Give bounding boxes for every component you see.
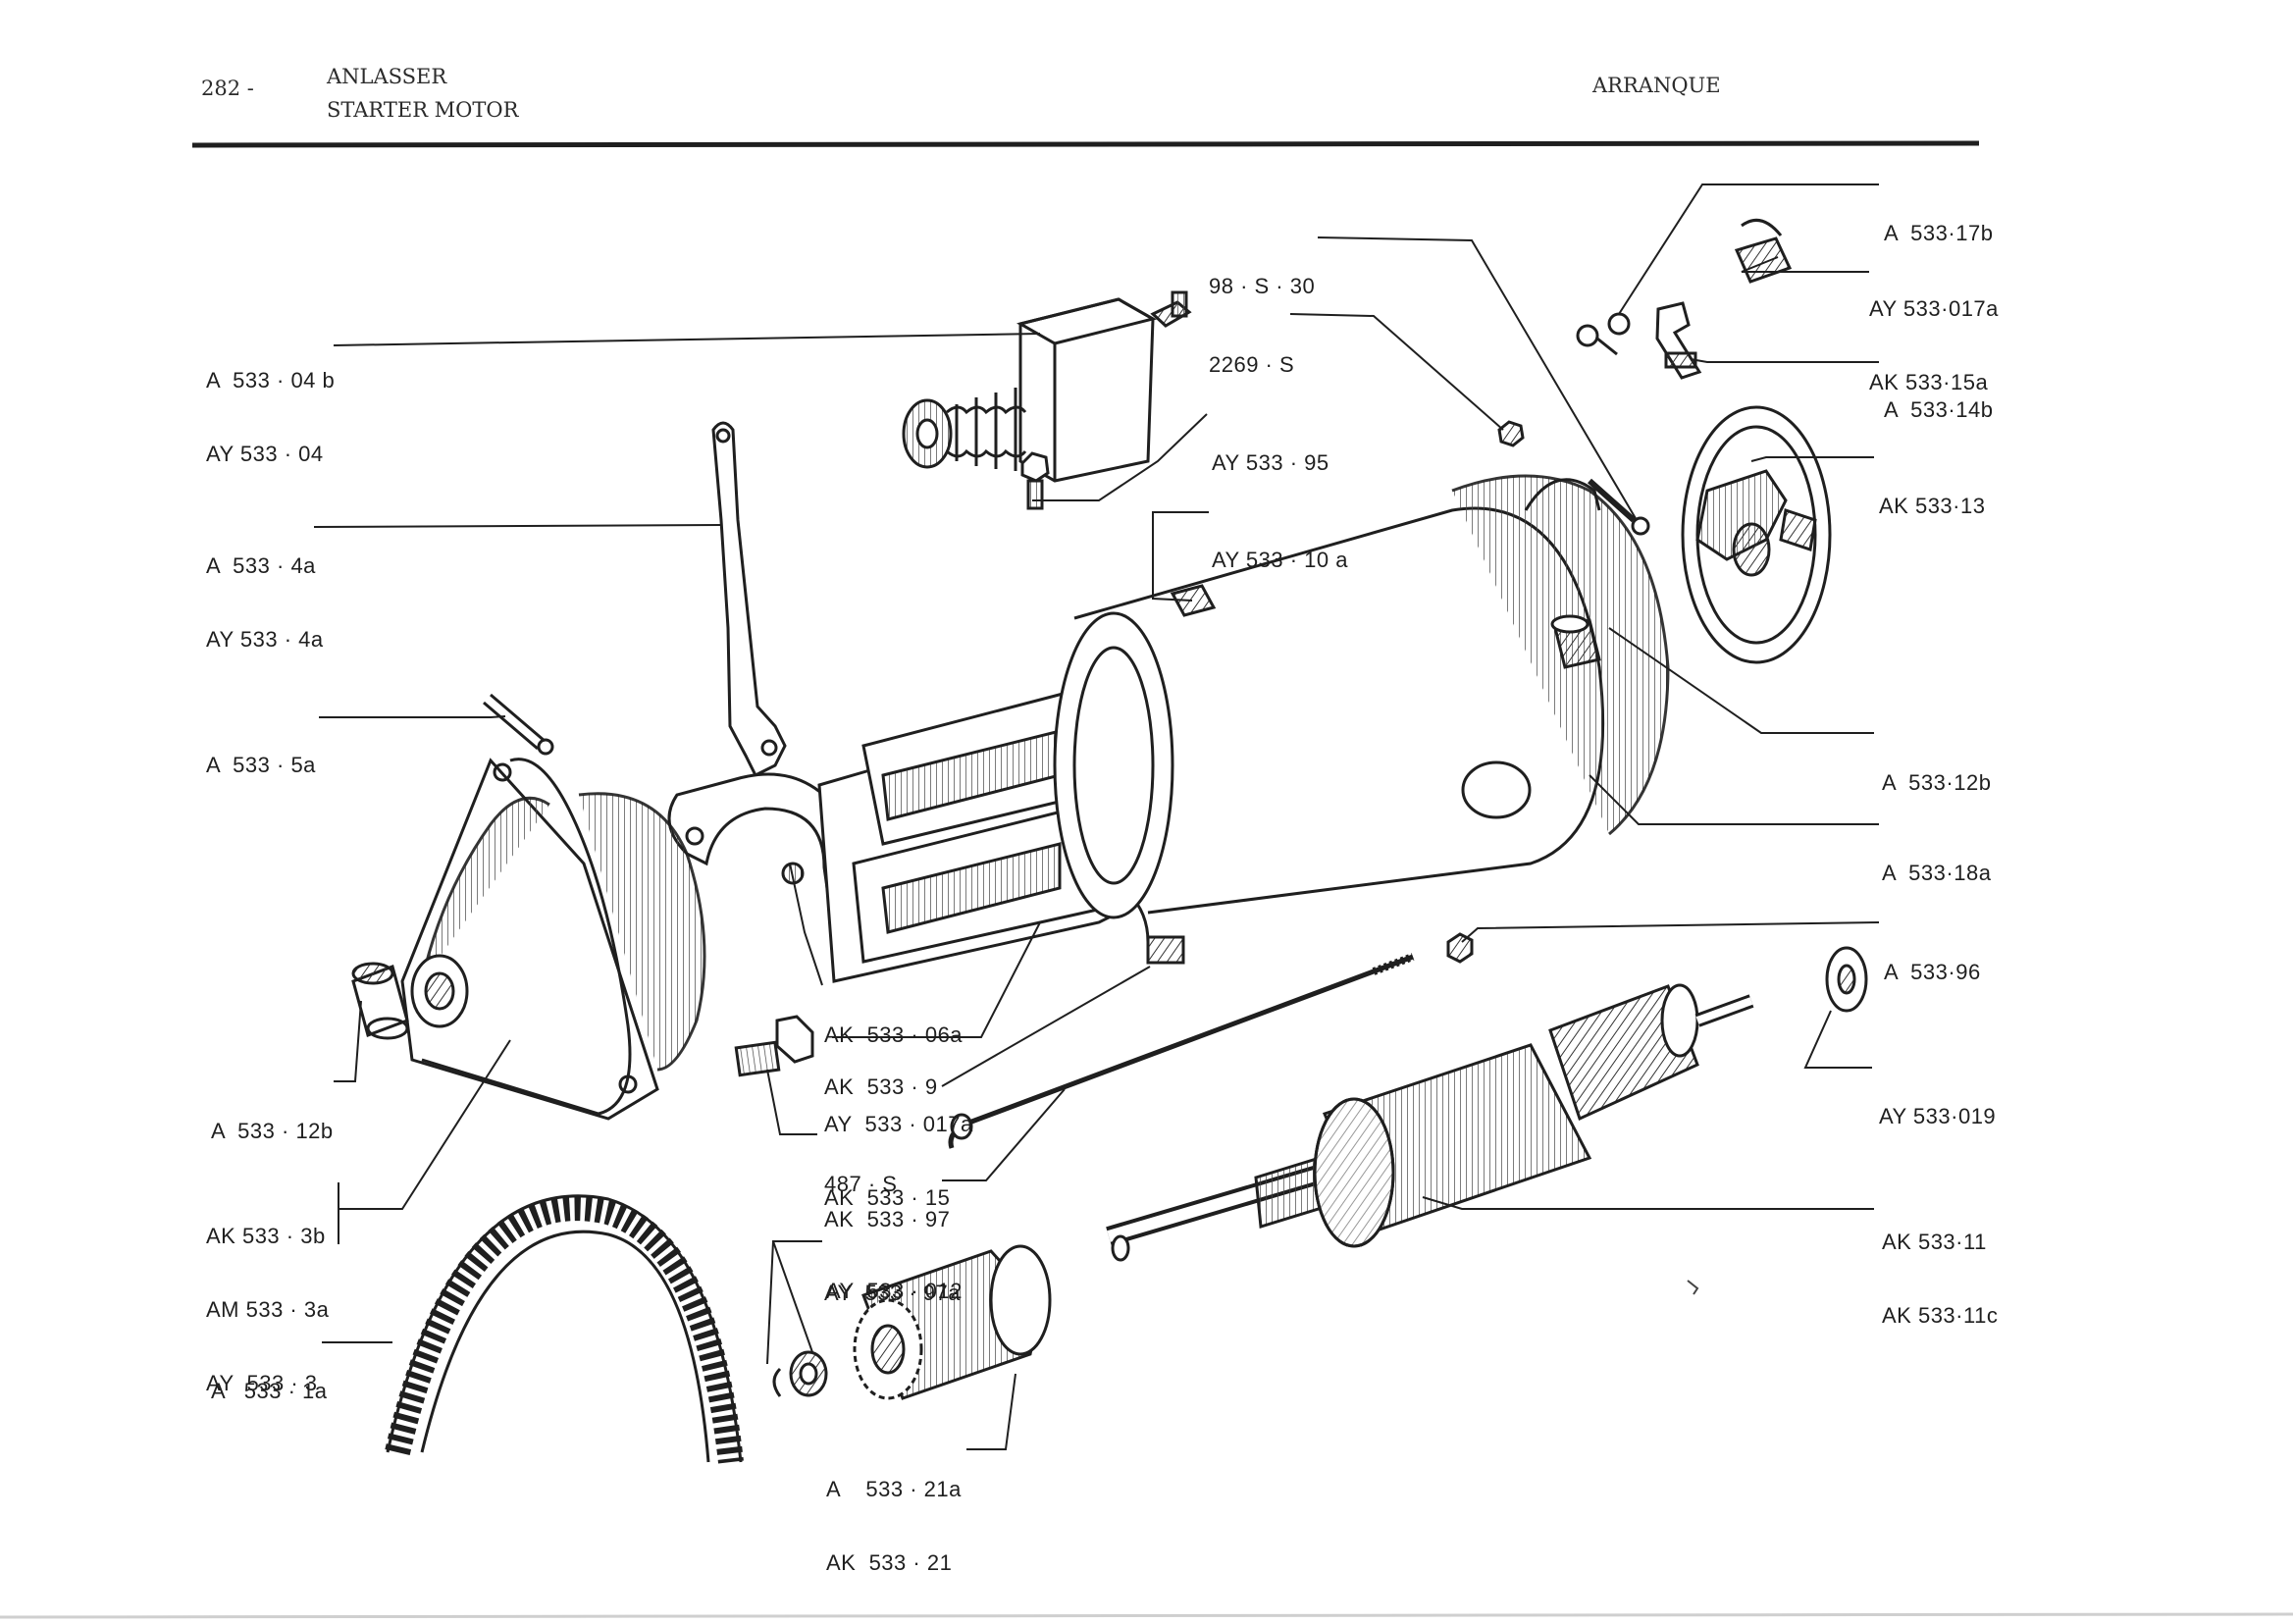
label-line: A 533·96: [1884, 960, 1981, 984]
label-line: AK 533·11: [1882, 1230, 1987, 1254]
label-line: AY 533 · 97a: [824, 1281, 962, 1305]
drive-pinion: [853, 1244, 1052, 1400]
label-line: AK 533 · 97: [824, 1207, 951, 1231]
label-a533-04b: A 533 · 04 b AY 533 · 04: [206, 319, 335, 515]
label-line: A 533 · 12b: [211, 1119, 334, 1143]
washer-ay533-019: [1825, 946, 1868, 1013]
label-98s30: 98 · S · 30: [1209, 225, 1315, 347]
label-a533-14b: A 533·14b: [1884, 348, 1993, 471]
label-ak533-9: AK 533 · 9: [824, 1025, 938, 1148]
label-line: AK 533 · 9: [824, 1074, 938, 1099]
leader-lines: [313, 183, 1880, 1450]
armature: [1106, 983, 1754, 1262]
label-ay533-017a-right: AY 533·017a AK 533·15a: [1869, 247, 1999, 444]
label-2269s: 2269 · S: [1209, 303, 1294, 426]
circlip: [772, 1367, 782, 1397]
label-line: A 533·14b: [1884, 397, 1994, 422]
label-line: AK 533 · 21: [826, 1550, 953, 1575]
shift-lever: [711, 421, 787, 778]
label-line: AK 533·15a: [1869, 370, 1989, 394]
label-line: AK 533 · 15: [824, 1185, 951, 1210]
scan-mark: [1687, 1280, 1699, 1295]
label-line: AM 533 · 3a: [206, 1297, 330, 1322]
label-line: A 533 · 1a: [211, 1379, 328, 1403]
nut-2269s: [1497, 420, 1525, 447]
label-line: A 533 · 4a: [206, 553, 316, 578]
label-line: AY 533 · 04: [206, 442, 324, 466]
label-line: AY 533 · 4a: [206, 627, 324, 652]
yoke-frame: [1053, 474, 1670, 919]
title-english: STARTER MOTOR: [327, 98, 519, 122]
label-line: 2269 · S: [1209, 352, 1295, 377]
title-german: ANLASSER: [327, 65, 447, 88]
label-a533-17b: A 533·17b: [1884, 172, 1993, 294]
label-line: A 533 · 5a: [206, 753, 316, 777]
label-ak533-11: AK 533·11 AK 533·11c: [1882, 1180, 1998, 1377]
label-ay533-012: AY 533 · 012: [826, 1230, 963, 1352]
label-line: AY 533·019: [1879, 1104, 1997, 1128]
end-plate: [1681, 405, 1832, 664]
label-line: A 533 · 21a: [826, 1477, 962, 1501]
label-a533-1a: A 533 · 1a: [211, 1330, 328, 1452]
label-line: 487 · S: [824, 1172, 898, 1196]
screw-487s: [734, 1015, 814, 1077]
label-line: A 533·17b: [1884, 221, 1994, 245]
ring-gear: [385, 1194, 744, 1464]
label-ak533-3b: AK 533 · 3b AM 533 · 3a AY 533 · 3: [206, 1175, 329, 1444]
label-line: A 533·12b: [1882, 770, 1992, 795]
label-line: AY 533 · 012: [826, 1279, 964, 1303]
label-line: AK 533·11c: [1882, 1303, 1999, 1328]
label-a533-18a: A 533·18a: [1882, 812, 1991, 934]
label-a533-12b-right: A 533·12b: [1882, 721, 1991, 844]
label-line: AY 533 · 10 a: [1212, 548, 1349, 572]
cotter-pin: [483, 693, 554, 756]
label-a533-96: A 533·96: [1884, 911, 1981, 1033]
solenoid-bolt: [1020, 451, 1050, 510]
label-ay533-10a: AY 533 · 10 a: [1212, 498, 1348, 621]
header-rule: [191, 140, 1980, 148]
nut-a533-96: [1446, 932, 1474, 964]
bottom-rule: [0, 1612, 2293, 1619]
drive-end-housing: [400, 758, 706, 1121]
brush-holder: [1655, 301, 1702, 380]
label-ay533-95: AY 533 · 95: [1212, 401, 1329, 524]
label-ak533-13: AK 533·13: [1879, 445, 1985, 567]
label-ak533-97: AK 533 · 97 AY 533 · 97a: [824, 1158, 961, 1354]
label-487s: 487 · S: [824, 1123, 897, 1245]
through-bolt-screw: [1588, 478, 1650, 536]
page-number: 282 -: [201, 77, 254, 100]
pinion-bushing: [789, 1350, 828, 1397]
label-line: AY 533 · 017a: [824, 1112, 973, 1136]
label-a533-5a: A 533 · 5a: [206, 704, 316, 826]
label-ak533-06a: AK 533 · 06a: [824, 973, 963, 1096]
label-line: AK 533 · 06a: [824, 1022, 964, 1047]
label-line: A 533 · 04 b: [206, 368, 336, 393]
label-ay533-017a-mid: AY 533 · 017a AK 533 · 15: [824, 1063, 973, 1259]
label-a533-4a: A 533 · 4a AY 533 · 4a: [206, 504, 324, 701]
label-ay533-019: AY 533·019: [1879, 1055, 1996, 1178]
solenoid-switch: [1016, 290, 1192, 483]
solenoid-plunger-spring: [902, 388, 1027, 471]
label-line: AY 533·017a: [1869, 296, 1999, 321]
brush-spring: [1576, 312, 1631, 356]
tie-rod: [948, 953, 1415, 1149]
label-line: AK 533·13: [1879, 494, 1986, 518]
label-a533-21a: A 533 · 21a AK 533 · 21: [826, 1428, 962, 1624]
label-line: AK 533 · 3b: [206, 1224, 326, 1248]
terminal-clip: [1170, 584, 1217, 617]
bushing-left: [351, 962, 409, 1040]
label-line: A 533·18a: [1882, 861, 1992, 885]
title-spanish: ARRANQUE: [1592, 74, 1721, 97]
label-line: 98 · S · 30: [1209, 274, 1316, 298]
label-line: AY 533 · 95: [1212, 450, 1329, 475]
label-a533-12b-left: A 533 · 12b: [211, 1070, 334, 1192]
label-line: AY 533 · 3: [206, 1371, 318, 1395]
